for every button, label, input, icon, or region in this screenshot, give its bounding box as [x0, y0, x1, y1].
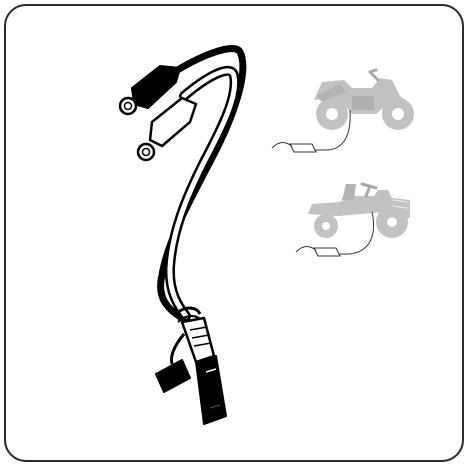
sae-connector-icon — [182, 318, 226, 424]
ring-terminal-harness-icon — [120, 49, 243, 424]
riding-mower-icon — [308, 184, 410, 238]
red-terminal-boot — [150, 98, 196, 146]
dust-cap-icon — [156, 334, 190, 392]
ring-terminal-red-icon — [138, 144, 154, 160]
ring-terminal-black-icon — [120, 98, 136, 114]
motorcycle-icon — [314, 70, 414, 130]
black-terminal-boot — [132, 66, 180, 108]
